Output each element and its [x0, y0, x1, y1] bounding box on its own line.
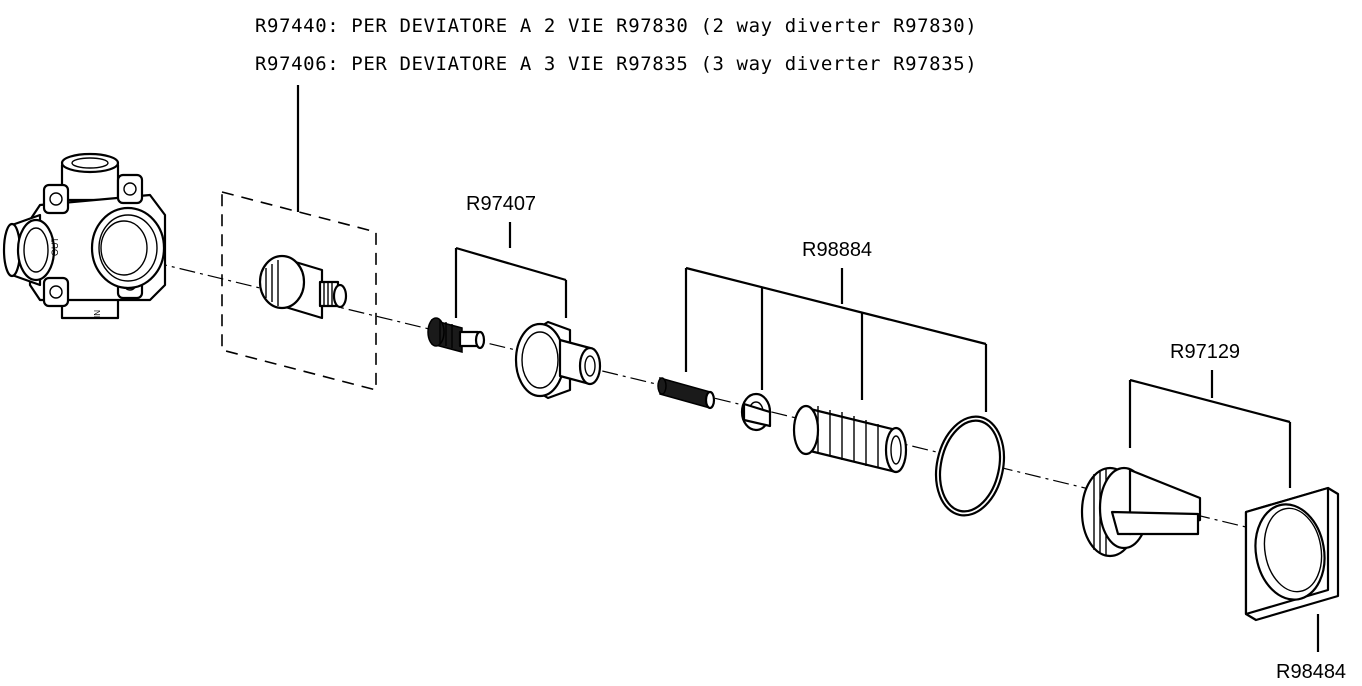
o-ring [934, 415, 1006, 517]
escutcheon-label: R98484 [1276, 661, 1346, 683]
diverter-cartridge-group [221, 85, 377, 392]
bonnet-nut [514, 320, 602, 400]
spindle-kit-bracket [684, 266, 988, 412]
diverter-cartridge [258, 254, 348, 320]
spring-clip [740, 392, 772, 432]
handle-kit-bracket [1128, 370, 1292, 488]
out-marking: OUT [50, 237, 60, 257]
escutcheon-plate [1244, 486, 1340, 622]
handle-kit-callout: R97129 [1128, 341, 1292, 488]
escutcheon-callout: R98484 [1276, 614, 1346, 683]
dashed-enclosure [221, 190, 377, 392]
header-line-1: R97440: PER DEVIATORE A 2 VIE R97830 (2 … [255, 15, 977, 37]
seat-kit-callout: R97407 [454, 193, 568, 318]
spindle-rod [657, 377, 716, 410]
header-line-2: R97406: PER DEVIATORE A 3 VIE R97835 (3 … [255, 53, 977, 75]
handle-kit-label: R97129 [1170, 341, 1240, 363]
in-marking: IN [93, 310, 102, 318]
seat-kit-label: R97407 [466, 193, 536, 215]
diverter-handle [1080, 466, 1202, 558]
seat-insert [427, 317, 486, 353]
threaded-sleeve [792, 404, 908, 474]
seat-kit-bracket [454, 222, 568, 318]
spindle-kit-label: R98884 [802, 239, 872, 261]
spindle-kit-callout: R98884 [684, 239, 988, 412]
valve-body: OUT IN [2, 152, 167, 320]
